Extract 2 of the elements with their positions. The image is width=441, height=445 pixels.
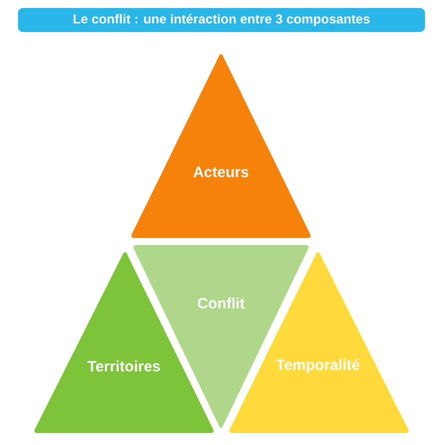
title-banner: Le conflit : une intéraction entre 3 composantes <box>18 8 425 32</box>
triangle: Acteurs <box>131 54 311 238</box>
